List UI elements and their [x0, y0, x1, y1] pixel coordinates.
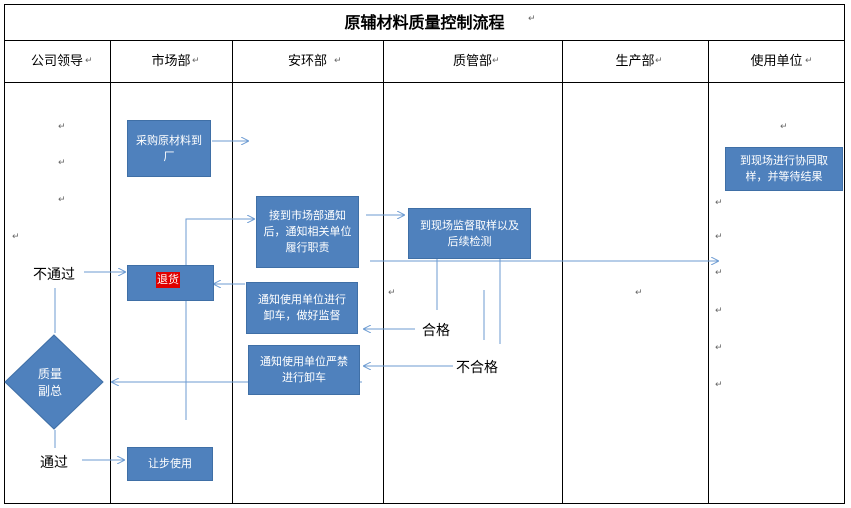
- label-qualified: 合格: [422, 323, 450, 339]
- lane-header-user-unit: 使用单位: [708, 41, 845, 83]
- lane-header-leadership: 公司领导: [4, 41, 110, 83]
- lane-header-marketing: 市场部: [110, 41, 232, 83]
- lane-divider: [562, 41, 563, 504]
- flowchart-frame: [4, 4, 845, 504]
- box-label: 通知使用单位进行卸车，做好监督: [258, 293, 346, 322]
- box-concession: 让步使用: [127, 447, 213, 481]
- label-pass: 通过: [40, 455, 68, 471]
- diagram-title: 原辅材料质量控制流程: [4, 4, 845, 41]
- paragraph-mark: ↵: [715, 232, 723, 242]
- box-cosampling: 到现场进行协同取样，并等待结果: [725, 147, 843, 191]
- paragraph-mark: ↵: [715, 343, 723, 353]
- paragraph-mark: ↵: [12, 232, 20, 242]
- paragraph-mark: ↵: [192, 56, 200, 66]
- box-no-unload: 通知使用单位严禁进行卸车: [248, 345, 360, 395]
- box-label: 采购原材料到厂: [136, 133, 202, 163]
- box-purchase-materials: 采购原材料到厂: [127, 120, 211, 177]
- lane-divider: [708, 41, 709, 504]
- paragraph-mark: ↵: [715, 380, 723, 390]
- box-unload-supervise: 通知使用单位进行卸车，做好监督: [246, 282, 358, 334]
- paragraph-mark: ↵: [528, 14, 536, 24]
- paragraph-mark: ↵: [715, 268, 723, 278]
- paragraph-mark: ↵: [492, 56, 500, 66]
- paragraph-mark: ↵: [635, 288, 643, 298]
- paragraph-mark: ↵: [58, 195, 66, 205]
- paragraph-mark: ↵: [334, 56, 342, 66]
- lane-header-safety-env: 安环部: [232, 41, 383, 83]
- label-fail: 不通过: [33, 267, 75, 283]
- lane-header-production: 生产部: [562, 41, 708, 83]
- lane-divider: [383, 41, 384, 504]
- paragraph-mark: ↵: [655, 56, 663, 66]
- paragraph-mark: ↵: [715, 198, 723, 208]
- box-label: 到现场进行协同取样，并等待结果: [740, 154, 828, 183]
- paragraph-mark: ↵: [805, 56, 813, 66]
- box-label: 到现场监督取样以及后续检测: [420, 218, 519, 248]
- paragraph-mark: ↵: [58, 158, 66, 168]
- decision-diamond: [4, 334, 104, 430]
- lane-divider: [232, 41, 233, 504]
- box-return-goods: 退货: [127, 265, 214, 301]
- decision-label: 质量副总: [37, 367, 62, 398]
- lane-header-quality: 质管部: [383, 41, 562, 83]
- box-notify-duty: 接到市场部通知后，通知相关单位履行职责: [256, 196, 359, 268]
- paragraph-mark: ↵: [85, 56, 93, 66]
- box-label: 通知使用单位严禁进行卸车: [260, 355, 348, 384]
- paragraph-mark: ↵: [388, 288, 396, 298]
- paragraph-mark: ↵: [715, 306, 723, 316]
- box-label: 接到市场部通知后，通知相关单位履行职责: [263, 209, 352, 254]
- label-unqualified: 不合格: [456, 360, 498, 376]
- paragraph-mark: ↵: [780, 122, 788, 132]
- box-label: 让步使用: [148, 457, 192, 470]
- box-onsite-sampling: 到现场监督取样以及后续检测: [408, 208, 531, 259]
- paragraph-mark: ↵: [58, 122, 66, 132]
- box-label: 退货: [156, 272, 180, 288]
- arrow-concession-to-notify: [185, 219, 254, 420]
